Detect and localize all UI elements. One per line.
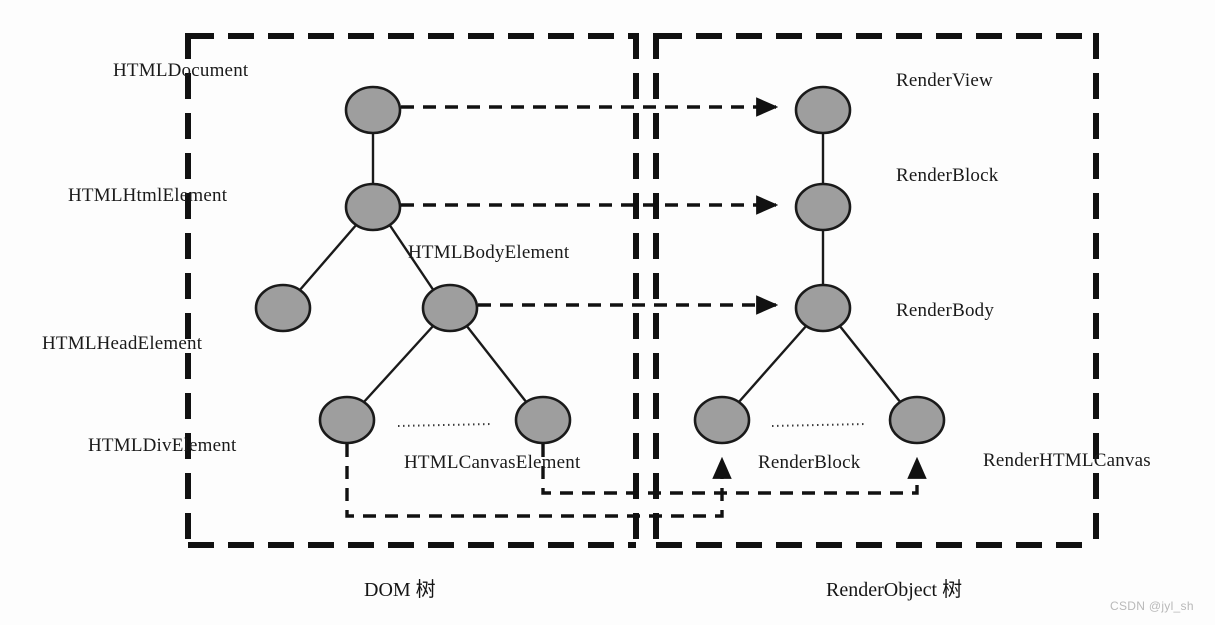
dom-node-html[interactable] <box>344 182 402 232</box>
mapping-arrows-horizontal <box>401 97 779 315</box>
edge-html-head <box>298 223 358 292</box>
render-sibling-dots <box>771 423 867 427</box>
dom-tree-nodes <box>254 85 572 445</box>
render-node-renderblock-leaf[interactable] <box>693 395 751 445</box>
render-node-renderhtmlcanvas[interactable] <box>888 395 946 445</box>
dom-tree-edges <box>298 132 528 404</box>
label-html-head-element: HTMLHeadElement <box>42 333 203 354</box>
render-tree-nodes <box>693 85 946 445</box>
label-render-body: RenderBody <box>896 300 995 321</box>
caption-renderobject-tree: RenderObject 树 <box>826 579 963 601</box>
label-html-document: HTMLDocument <box>113 60 249 81</box>
edge-body-canvas <box>838 324 902 404</box>
edge-body-blockleaf <box>737 324 808 404</box>
csdn-watermark: CSDN @jyl_sh <box>1110 599 1194 613</box>
label-render-view: RenderView <box>896 70 993 91</box>
render-node-renderview[interactable] <box>794 85 852 135</box>
dom-sibling-dots <box>397 423 493 427</box>
dom-node-body[interactable] <box>421 283 479 333</box>
left-panel-border <box>185 33 639 548</box>
label-html-canvas-element: HTMLCanvasElement <box>404 452 581 473</box>
render-node-renderbody[interactable] <box>794 283 852 333</box>
edge-body-canvas <box>465 324 528 404</box>
right-panel-border <box>653 33 1099 548</box>
label-render-html-canvas: RenderHTMLCanvas <box>983 450 1151 471</box>
label-html-html-element: HTMLHtmlElement <box>68 185 228 206</box>
label-html-div-element: HTMLDivElement <box>88 435 237 456</box>
edge-html-body <box>388 223 435 292</box>
render-tree-edges <box>737 132 902 404</box>
dom-node-head[interactable] <box>254 283 312 333</box>
edge-body-div <box>362 324 435 404</box>
label-render-block-leaf: RenderBlock <box>758 452 861 473</box>
label-render-block-top: RenderBlock <box>896 165 999 186</box>
dom-node-div[interactable] <box>318 395 376 445</box>
label-html-body-element: HTMLBodyElement <box>408 242 570 263</box>
render-node-renderblock[interactable] <box>794 182 852 232</box>
dom-node-document[interactable] <box>344 85 402 135</box>
dom-node-canvas[interactable] <box>514 395 572 445</box>
caption-dom-tree: DOM 树 <box>364 579 436 601</box>
mapping-canvas-to-renderhtmlcanvas <box>541 444 927 495</box>
